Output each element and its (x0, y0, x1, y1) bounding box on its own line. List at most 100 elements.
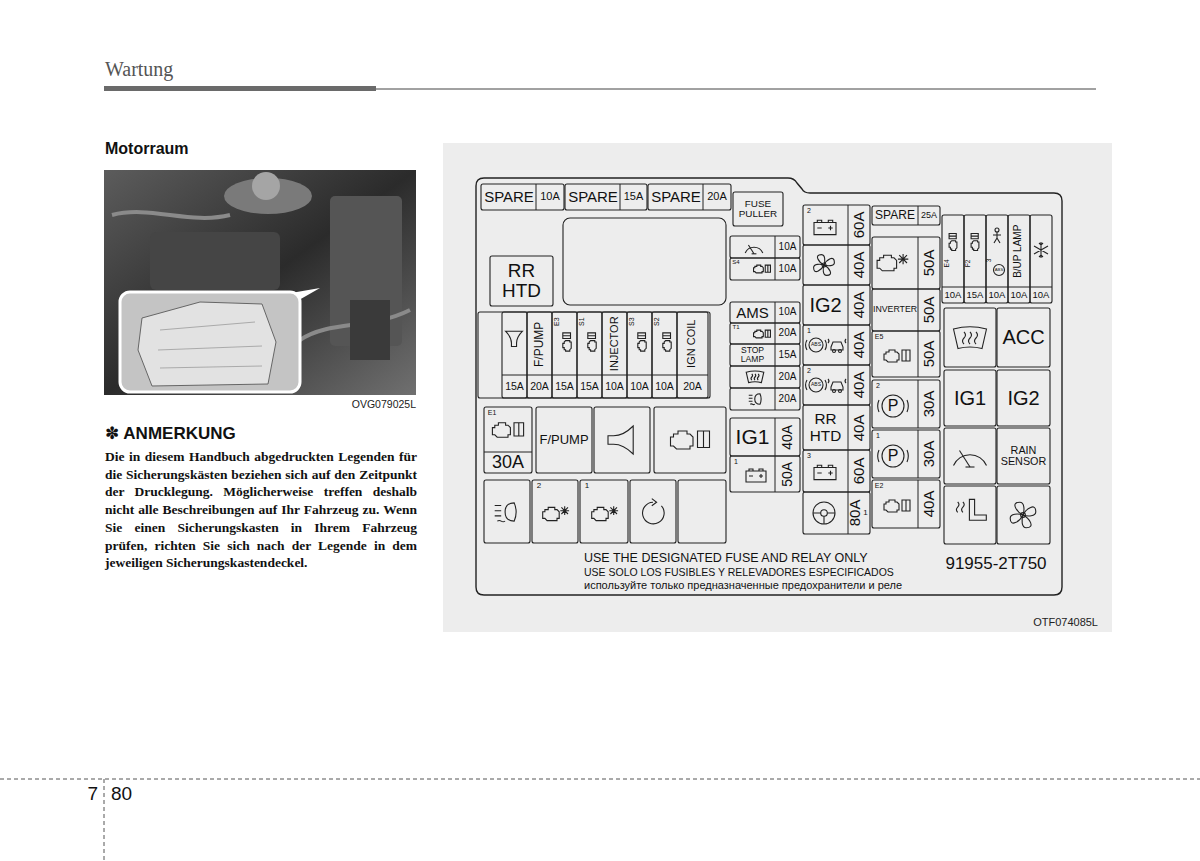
seat-icon (956, 499, 986, 520)
text-slot: IGN COIL (677, 314, 708, 374)
text-slot: P (882, 445, 904, 467)
text-slot: S2 (652, 313, 661, 331)
fuse-cell: IG1 (944, 370, 996, 426)
fuse-label: 2 (876, 382, 880, 389)
fuse-label: 15A (580, 381, 599, 392)
fuse-label: FUSE PULLER (733, 199, 783, 220)
relay-outline (594, 407, 650, 473)
wiper-stroke (745, 247, 763, 253)
wiper-stroke (954, 455, 987, 466)
fuse-cell: 40A (803, 245, 870, 285)
text-slot: F/PUMP (536, 407, 592, 473)
fuse-cell-outline (532, 480, 578, 543)
fuse-cell-outline (565, 184, 647, 210)
fuse-divider (775, 456, 776, 492)
fuse-cell-outline (1030, 215, 1052, 303)
fuse-cell: 10A (1030, 215, 1052, 303)
fuse-cell: SPARE 20A (648, 184, 731, 210)
fuse-label: 20A (779, 394, 797, 405)
text-slot: 15A (620, 184, 647, 210)
steering-circle (821, 510, 828, 517)
fuse-cell-outline (484, 407, 532, 473)
fuse-label: IG2 (1007, 388, 1039, 409)
fuse-cell: S310A (627, 312, 652, 398)
fuse-label: SPARE (651, 189, 701, 205)
text-slot: 20A (775, 323, 800, 344)
fuse-cell: 80A1 (803, 492, 870, 534)
text-slot: ABS (808, 340, 824, 350)
text-slot: RR HTD (803, 405, 848, 450)
fuse-label: 10A (1033, 290, 1050, 300)
fuse-label: E4 (943, 259, 950, 267)
fuse-cell: S410A (730, 258, 800, 280)
snow-icon (1034, 242, 1048, 258)
horn-icon (506, 331, 523, 346)
battery-icon (746, 469, 766, 482)
fuse-label: 91955-2T750 (945, 555, 1046, 573)
fuse-label: P (888, 448, 899, 465)
fuse-cell: E240A (872, 480, 940, 528)
steering-circle (813, 502, 835, 524)
text-slot: INVERTER (872, 289, 918, 331)
fuse-label: F/PUMP (539, 433, 588, 447)
cooling-stroke (877, 255, 897, 271)
text-slot: FUSE PULLER (733, 192, 783, 226)
fuse-divider (703, 184, 704, 210)
fuse-label: 50A (921, 297, 937, 324)
fuse-label: IG1 (954, 388, 986, 409)
fuse-label: 10A (630, 381, 649, 392)
fuse-divider (918, 480, 919, 528)
engine-stroke (638, 333, 646, 339)
snow-stroke (1034, 242, 1048, 258)
fuse-label: 20A (779, 328, 797, 339)
fuse-label: F2 (965, 259, 972, 267)
fuse-cell: 20A (730, 366, 800, 388)
fuse-box-cover (138, 302, 276, 386)
fuse-cell-outline (730, 344, 800, 366)
relay-outline (563, 218, 726, 305)
image-code: OTF074085L (950, 616, 1098, 629)
relay-outline (630, 480, 676, 543)
engine-stroke (754, 265, 764, 273)
fuse-cell: INVERTER 50A (872, 289, 940, 331)
header-rule (376, 89, 1096, 90)
text-slot: 1 (861, 506, 870, 520)
fuse-label: 20A (707, 191, 727, 203)
text-slot: IG1 (944, 370, 996, 426)
car-stroke (831, 342, 843, 350)
engine-stroke (671, 431, 694, 449)
battery-stroke (817, 220, 832, 222)
steering-stroke (813, 513, 835, 524)
fuse-label: 20A (683, 381, 702, 392)
pcirc-circle (882, 445, 904, 467)
defrost-stroke (963, 332, 978, 344)
wiper-stroke (966, 466, 975, 467)
person-icon (993, 228, 1001, 243)
fuse-cell: 2P30A (872, 380, 940, 428)
text-slot: 50A (775, 456, 800, 492)
text-slot: 15A (775, 344, 800, 366)
text-slot: 15A (552, 375, 577, 398)
text-slot: 30A (484, 452, 532, 473)
battery-icon (814, 220, 836, 234)
fuse-cell-outline (872, 430, 940, 478)
fuse-cell: 3ABS10A (986, 215, 1008, 303)
fuse-label: 10A (1011, 290, 1028, 300)
relay-outline (944, 486, 996, 544)
fuse-box: USE THE DESIGNATED FUSE AND RELAY ONLYUS… (476, 178, 1062, 595)
rotate-icon (643, 499, 665, 524)
fuse-label: INVERTER (873, 305, 917, 314)
engine-stroke (663, 341, 671, 352)
fuse-cell: 2ABS40A (803, 365, 870, 405)
car-circle (833, 350, 836, 353)
engine-stroke (765, 330, 770, 337)
fuse-cell: IG140A (730, 418, 800, 456)
fuse-label: 15A (779, 350, 797, 361)
wiper-stroke (960, 451, 971, 468)
diagram-panel (443, 143, 1112, 632)
light-icon (749, 394, 761, 405)
text-slot: S1 (577, 313, 586, 331)
text-slot: USE SOLO LOS FUSIBLES Y RELEVADORES ESPE… (584, 566, 929, 579)
text-slot: 1 (582, 481, 592, 491)
